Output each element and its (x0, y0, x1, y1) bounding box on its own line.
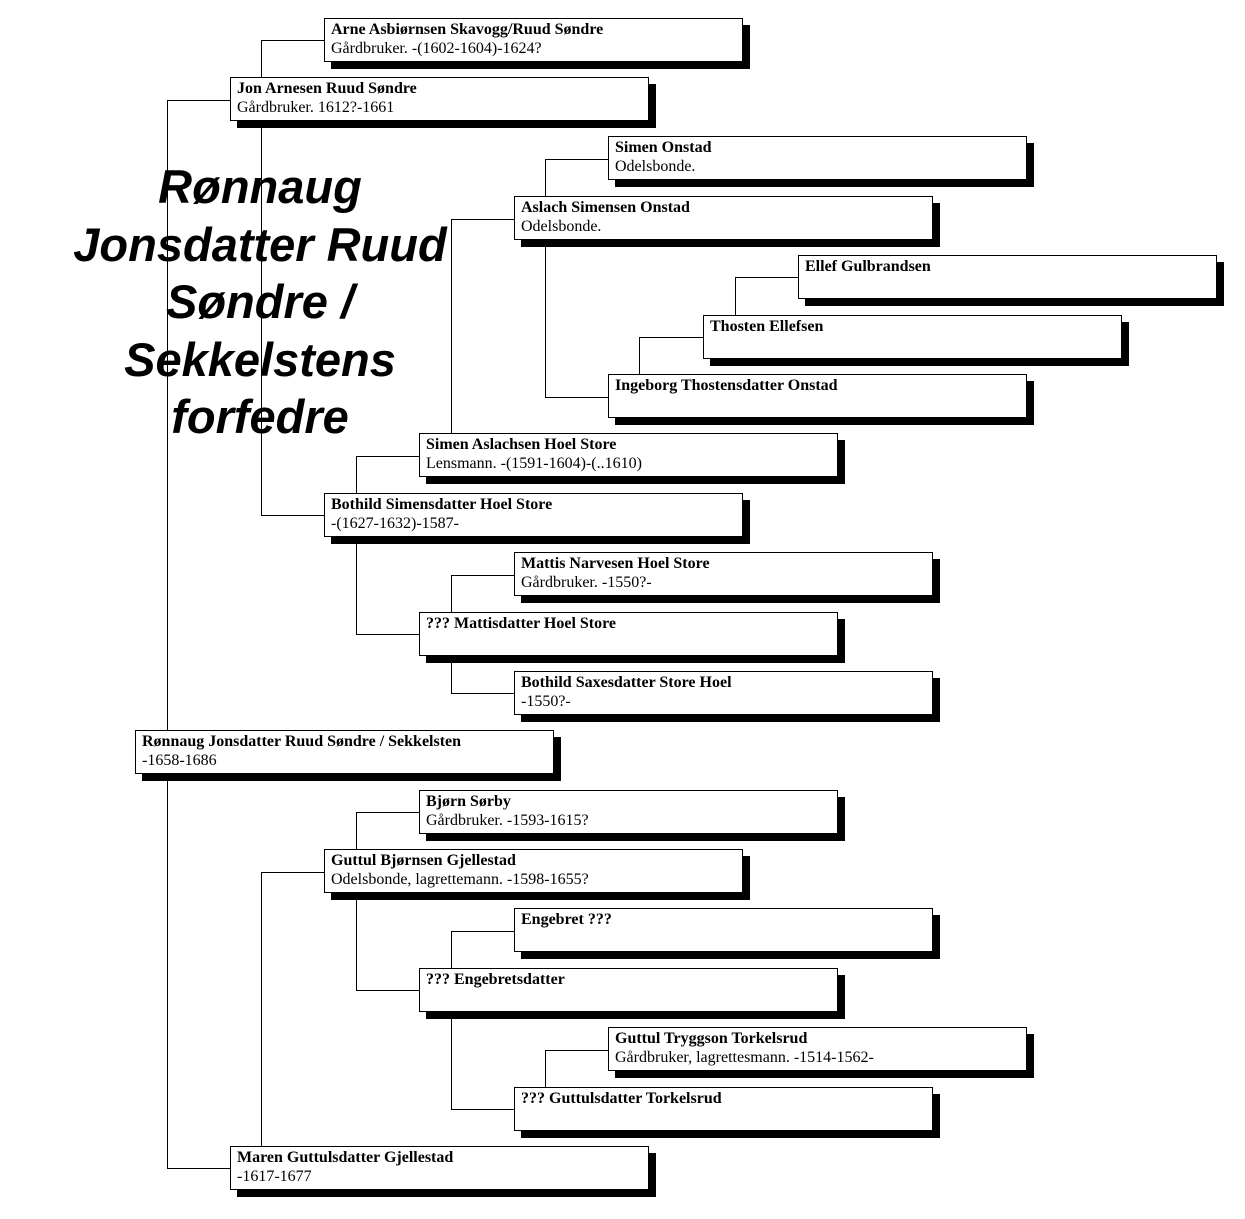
person-box-thosten[interactable]: Thosten Ellefsen (703, 315, 1122, 359)
person-name: Mattis Narvesen Hoel Store (521, 555, 710, 572)
connector-ronnaug (167, 100, 231, 1169)
person-info: -1658-1686 (142, 752, 217, 769)
connector-bothild-s (356, 456, 420, 635)
person-info: Odelsbonde, lagrettemann. -1598-1655? (331, 871, 589, 888)
person-box-aslach[interactable]: Aslach Simensen Onstad Odelsbonde. (514, 196, 933, 240)
person-box-bothild-simensdatter[interactable]: Bothild Simensdatter Hoel Store -(1627-1… (324, 493, 743, 537)
person-info: Gårdbruker. -(1602-1604)-1624? (331, 40, 542, 57)
person-info: Gårdbruker, lagrettesmann. -1514-1562- (615, 1049, 874, 1066)
person-box-engebretsdatter[interactable]: ??? Engebretsdatter (419, 968, 838, 1012)
connector-ingeborg (639, 337, 705, 375)
person-info: Odelsbonde. (521, 218, 602, 235)
person-name: Arne Asbiørnsen Skavogg/Ruud Søndre (331, 21, 604, 38)
person-name: Maren Guttulsdatter Gjellestad (237, 1149, 454, 1166)
person-box-bothild-saxesdatter[interactable]: Bothild Saxesdatter Store Hoel -1550?- (514, 671, 933, 715)
connector-aslach (545, 159, 610, 398)
person-info: Odelsbonde. (615, 158, 696, 175)
person-name: ??? Guttulsdatter Torkelsrud (521, 1090, 722, 1107)
person-box-maren[interactable]: Maren Guttulsdatter Gjellestad -1617-167… (230, 1146, 649, 1190)
person-box-mattis[interactable]: Mattis Narvesen Hoel Store Gårdbruker. -… (514, 552, 933, 596)
person-box-guttul-bjornsen[interactable]: Guttul Bjørnsen Gjellestad Odelsbonde, l… (324, 849, 743, 893)
person-box-ellef[interactable]: Ellef Gulbrandsen (798, 255, 1217, 299)
person-name: Simen Onstad (615, 139, 712, 156)
connector-guttulsd (545, 1050, 610, 1088)
connector-jon (261, 40, 326, 516)
chart-title: Rønnaug Jonsdatter Ruud Søndre / Sekkels… (73, 160, 447, 443)
person-name: Rønnaug Jonsdatter Ruud Søndre / Sekkels… (142, 733, 462, 750)
person-box-simen-aslachsen[interactable]: Simen Aslachsen Hoel Store Lensmann. -(1… (419, 433, 838, 477)
person-box-ingeborg[interactable]: Ingeborg Thostensdatter Onstad (608, 374, 1027, 418)
connector-engebretsd (451, 931, 515, 1110)
person-box-guttul-tryggson[interactable]: Guttul Tryggson Torkelsrud Gårdbruker, l… (608, 1027, 1027, 1071)
person-info: Gårdbruker. -1550?- (521, 574, 652, 591)
person-box-ronnaug[interactable]: Rønnaug Jonsdatter Ruud Søndre / Sekkels… (135, 730, 554, 774)
person-info: Gårdbruker. 1612?-1661 (237, 99, 395, 116)
person-name: Guttul Bjørnsen Gjellestad (331, 852, 516, 869)
connector-thosten (735, 277, 799, 316)
person-name: Bothild Simensdatter Hoel Store (331, 496, 553, 513)
person-name: Simen Aslachsen Hoel Store (426, 436, 617, 453)
person-name: ??? Mattisdatter Hoel Store (426, 615, 617, 632)
person-name: Bothild Saxesdatter Store Hoel (521, 674, 732, 691)
person-name: Ellef Gulbrandsen (805, 258, 931, 275)
person-box-bjorn[interactable]: Bjørn Sørby Gårdbruker. -1593-1615? (419, 790, 838, 834)
connector-guttul-b (356, 812, 420, 991)
person-box-engebret[interactable]: Engebret ??? (514, 908, 933, 952)
person-info: Gårdbruker. -1593-1615? (426, 812, 589, 829)
person-name: Guttul Tryggson Torkelsrud (615, 1030, 808, 1047)
person-info: -1617-1677 (237, 1168, 312, 1185)
person-name: Ingeborg Thostensdatter Onstad (615, 377, 838, 394)
person-box-simen-onstad[interactable]: Simen Onstad Odelsbonde. (608, 136, 1027, 180)
person-name: Thosten Ellefsen (710, 318, 824, 335)
person-name: Aslach Simensen Onstad (521, 199, 690, 216)
connector-simen-a (451, 219, 515, 434)
person-info: -(1627-1632)-1587- (331, 515, 459, 532)
person-box-jon[interactable]: Jon Arnesen Ruud Søndre Gårdbruker. 1612… (230, 77, 649, 121)
person-name: Bjørn Sørby (426, 793, 511, 810)
person-name: ??? Engebretsdatter (426, 971, 565, 988)
person-name: Jon Arnesen Ruud Søndre (237, 80, 417, 97)
connector-maren (261, 872, 326, 1147)
person-box-guttulsdatter[interactable]: ??? Guttulsdatter Torkelsrud (514, 1087, 933, 1131)
person-info: -1550?- (521, 693, 571, 710)
person-info: Lensmann. -(1591-1604)-(..1610) (426, 455, 642, 472)
person-name: Engebret ??? (521, 911, 612, 928)
person-box-mattisdatter[interactable]: ??? Mattisdatter Hoel Store (419, 612, 838, 656)
person-box-arne[interactable]: Arne Asbiørnsen Skavogg/Ruud Søndre Gård… (324, 18, 743, 62)
